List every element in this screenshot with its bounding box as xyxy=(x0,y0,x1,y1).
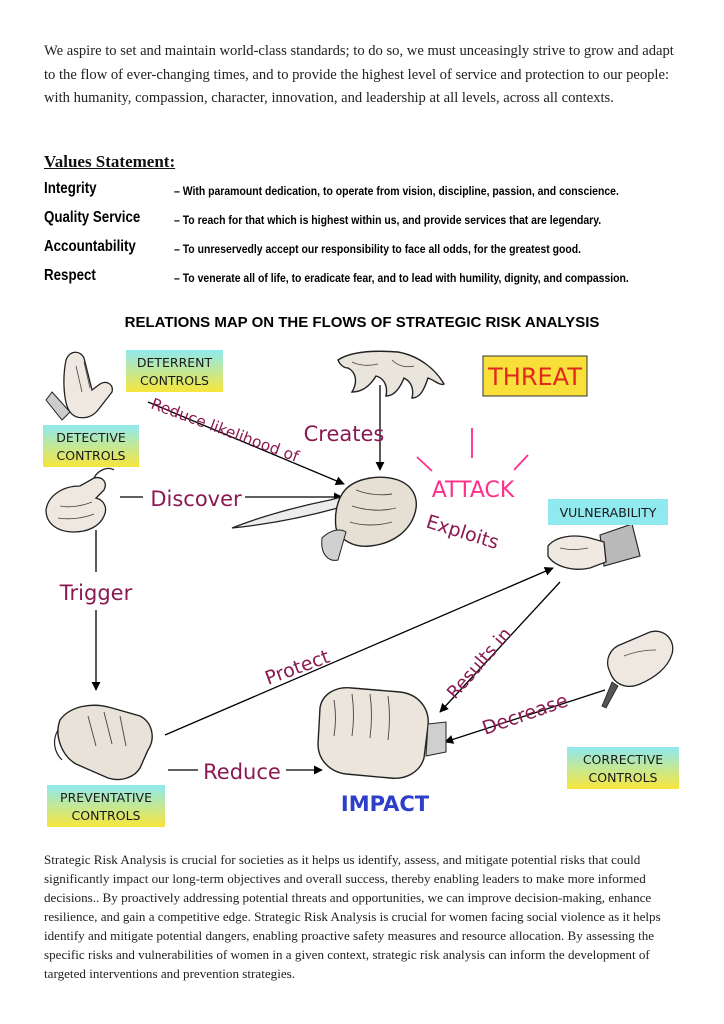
edge-label-reduce: Reduce xyxy=(203,760,281,784)
values-statement-title: Values Statement: xyxy=(44,152,176,171)
value-desc-accountability: – To unreservedly accept our responsibil… xyxy=(174,242,582,256)
corrective-controls-box xyxy=(567,747,679,789)
corrective-pen-hand-icon xyxy=(601,630,674,709)
attack-burst-line xyxy=(513,454,529,471)
threat-claw-hand-icon xyxy=(337,350,445,399)
relations-map-diagram: THREAT ATTACK IMPACT VULNERABILITY DETER… xyxy=(43,350,679,827)
attack-knife-hand-icon xyxy=(231,476,417,561)
arrow-protect xyxy=(164,567,554,736)
detective-controls-label-line1: DETECTIVE xyxy=(56,430,126,445)
edge-label-decrease: Decrease xyxy=(479,689,570,739)
deterrent-controls-label-line2: CONTROLS xyxy=(140,373,209,388)
deterrent-stop-hand-icon xyxy=(45,351,113,421)
edge-label-reduce-likelihood: Reduce likelihood of xyxy=(149,395,302,466)
impact-label: IMPACT xyxy=(341,792,430,816)
arrow-results-in xyxy=(439,581,561,713)
arrow-decrease xyxy=(444,689,606,744)
preventative-gripping-hands-icon xyxy=(53,704,153,781)
intro-paragraph: We aspire to set and maintain world-clas… xyxy=(44,43,674,107)
value-desc-quality-service: – To reach for that which is highest wit… xyxy=(174,213,602,227)
vulnerability-label: VULNERABILITY xyxy=(560,505,657,520)
value-desc-integrity: – With paramount dedication, to operate … xyxy=(174,184,619,198)
deterrent-controls-box xyxy=(126,350,223,392)
edge-label-exploits: Exploits xyxy=(424,511,502,554)
corrective-controls-label-line1: CORRECTIVE xyxy=(583,752,663,767)
edge-label-trigger: Trigger xyxy=(59,581,133,605)
attack-label: ATTACK xyxy=(432,478,515,503)
value-name-integrity: Integrity xyxy=(44,180,97,197)
arrow-deterrent-to-attack xyxy=(147,401,345,486)
edge-label-discover: Discover xyxy=(150,487,242,511)
vulnerability-box xyxy=(548,499,668,525)
threat-box xyxy=(482,355,588,397)
relations-map-title: RELATIONS MAP ON THE FLOWS OF STRATEGIC … xyxy=(124,314,600,331)
corrective-controls-label-line2: CONTROLS xyxy=(589,770,658,785)
attack-burst-line xyxy=(416,456,433,472)
detective-pointing-hand-icon xyxy=(45,467,115,533)
closing-paragraph: Strategic Risk Analysis is crucial for s… xyxy=(44,852,661,981)
edge-label-creates: Creates xyxy=(304,422,385,446)
preventative-controls-label-line2: CONTROLS xyxy=(72,808,141,823)
value-name-quality-service: Quality Service xyxy=(44,209,141,226)
edge-label-results-in: Results in xyxy=(443,624,516,704)
detective-controls-box xyxy=(43,425,139,467)
preventative-controls-box xyxy=(47,785,165,827)
edge-label-protect: Protect xyxy=(262,646,333,690)
value-name-respect: Respect xyxy=(44,267,96,284)
vulnerability-hand-icon xyxy=(547,523,641,570)
value-desc-respect: – To venerate all of life, to eradicate … xyxy=(174,271,629,285)
value-name-accountability: Accountability xyxy=(44,238,136,255)
preventative-controls-label-line1: PREVENTATIVE xyxy=(60,790,152,805)
impact-fist-icon xyxy=(317,687,447,779)
threat-label: THREAT xyxy=(487,363,582,391)
detective-controls-label-line2: CONTROLS xyxy=(57,448,126,463)
deterrent-controls-label-line1: DETERRENT xyxy=(137,355,213,370)
